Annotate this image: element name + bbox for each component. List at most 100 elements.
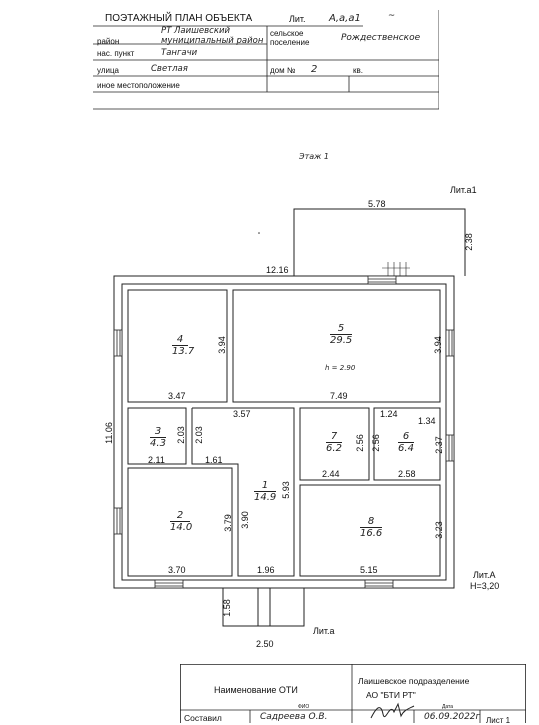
room-4-number: 4 [172,334,188,346]
dim-203-a: 2.03 [175,426,186,444]
room-1-label: 1 14.9 [254,480,276,503]
outer-wall [113,275,455,589]
room-3-label: 3 4.3 [150,426,166,449]
room-6-area: 6.4 [398,443,414,454]
header-table: ПОЭТАЖНЫЙ ПЛАН ОБЪЕКТА Лит. А,а,а1 ~ рай… [93,10,439,110]
floor-label: Этаж 1 [299,152,329,161]
dim-258: 2.58 [398,469,416,479]
signature [370,702,415,719]
village-value: Тангачи [161,48,198,58]
room-2-area: 14.0 [170,522,193,533]
house-label: дом № [270,66,296,75]
street-label: улица [97,66,119,75]
room-5-area: 29.5 [330,335,353,346]
stamp-grid [180,664,526,723]
dim-134: 1.34 [418,416,436,426]
room-2-outline [127,467,233,577]
district-value-1: РТ Лаишевский [161,26,231,36]
district-label: район [97,37,120,46]
lit-a-label: Лит.а [313,626,335,636]
window-right-6 [445,434,455,462]
settlement-label-1: сельское [270,29,304,38]
lit-A-label: Лит.А [473,570,496,580]
dim-250: 2.50 [256,639,274,649]
dim-1216: 12.16 [266,265,289,275]
other-location: иное местоположение [97,81,180,90]
title-stamp: Наименование ОТИ Лаишевское подразделени… [180,664,526,725]
window-right-5 [445,329,455,357]
street-value: Светлая [151,64,188,74]
apt-label: кв. [353,66,363,75]
dim-379: 3.79 [222,514,233,532]
room-3-number: 3 [150,426,166,438]
dim-203-b: 2.03 [193,426,204,444]
stamp-date: 06.09.2022г [424,712,481,722]
room-7-number: 7 [326,431,342,443]
dim-390: 3.90 [239,511,250,529]
room-6-outline [373,407,441,481]
dim-323: 3.23 [433,521,444,539]
room-8-label: 8 16.6 [360,516,382,539]
dim-161: 1.61 [205,455,223,465]
dim-394-b: 3.94 [432,336,443,354]
room-5-number: 5 [330,323,352,335]
room-7-label: 7 6.2 [326,431,342,454]
settlement-label-2: поселение [270,38,310,47]
room-6-label: 6 6.4 [398,431,414,454]
room-7-area: 6.2 [326,443,342,454]
village-label: нас. пункт [97,49,135,58]
room-3-outline [127,407,187,465]
date-small-label: Дата [442,704,454,710]
dim-749: 7.49 [330,391,348,401]
window-bottom-2 [154,579,184,589]
compiled-name: Садреева О.В. [260,712,328,722]
room-2-number: 2 [170,510,190,522]
dim-256-b: 2.56 [370,434,381,452]
room-4-label: 4 13.7 [172,334,195,357]
room-3-area: 4.3 [150,438,166,449]
dim-238: 2.38 [463,233,474,251]
dim-1106: 11.06 [103,422,114,444]
window-top [367,275,397,285]
inner-wall [121,283,447,581]
dim-347: 3.47 [168,391,186,401]
room-2-label: 2 14.0 [170,510,193,533]
room-5-label: 5 29.5 [330,323,352,346]
sheet-number: Лист 1 [486,716,511,725]
lit-a1-label: Лит.а1 [450,185,477,195]
dim-394-a: 3.94 [216,336,227,354]
annex-a1-outline [293,208,466,276]
room-5-outline [232,289,441,403]
lit-label: Лит. [289,14,306,24]
room-1-outline [191,407,295,577]
window-left-4 [113,329,123,357]
room-6-number: 6 [398,431,414,443]
header-title: ПОЭТАЖНЫЙ ПЛАН ОБЪЕКТА [105,13,253,24]
dim-211: 2.11 [148,455,165,465]
dim-578: 5.78 [368,199,386,209]
dim-196: 1.96 [257,565,275,575]
room-8-outline [299,484,441,577]
header-grid [93,10,439,110]
dim-124: 1.24 [380,409,398,419]
settlement-value: Рождественское [341,33,421,43]
oti-name-label: Наименование ОТИ [214,685,298,695]
room-7-outline [299,407,370,481]
room-8-area: 16.6 [360,528,383,539]
dim-357: 3.57 [233,409,251,419]
dim-515: 5.15 [360,565,378,575]
ceiling-height: h = 2.90 [325,364,356,372]
dim-593: 5.93 [280,481,291,499]
dim-370: 3.70 [168,565,186,575]
fio-small-label: ФИО [298,704,310,710]
dim-158: 1.58 [221,599,232,617]
dim-244: 2.44 [322,469,340,479]
room-8-number: 8 [360,516,382,528]
org-line-2: АО "БТИ РТ" [366,690,416,700]
compiled-label: Составил [184,713,222,723]
room-4-area: 13.7 [172,346,195,357]
window-left-2 [113,507,123,535]
height-label: H=3,20 [470,581,500,591]
window-bottom-8 [364,579,394,589]
